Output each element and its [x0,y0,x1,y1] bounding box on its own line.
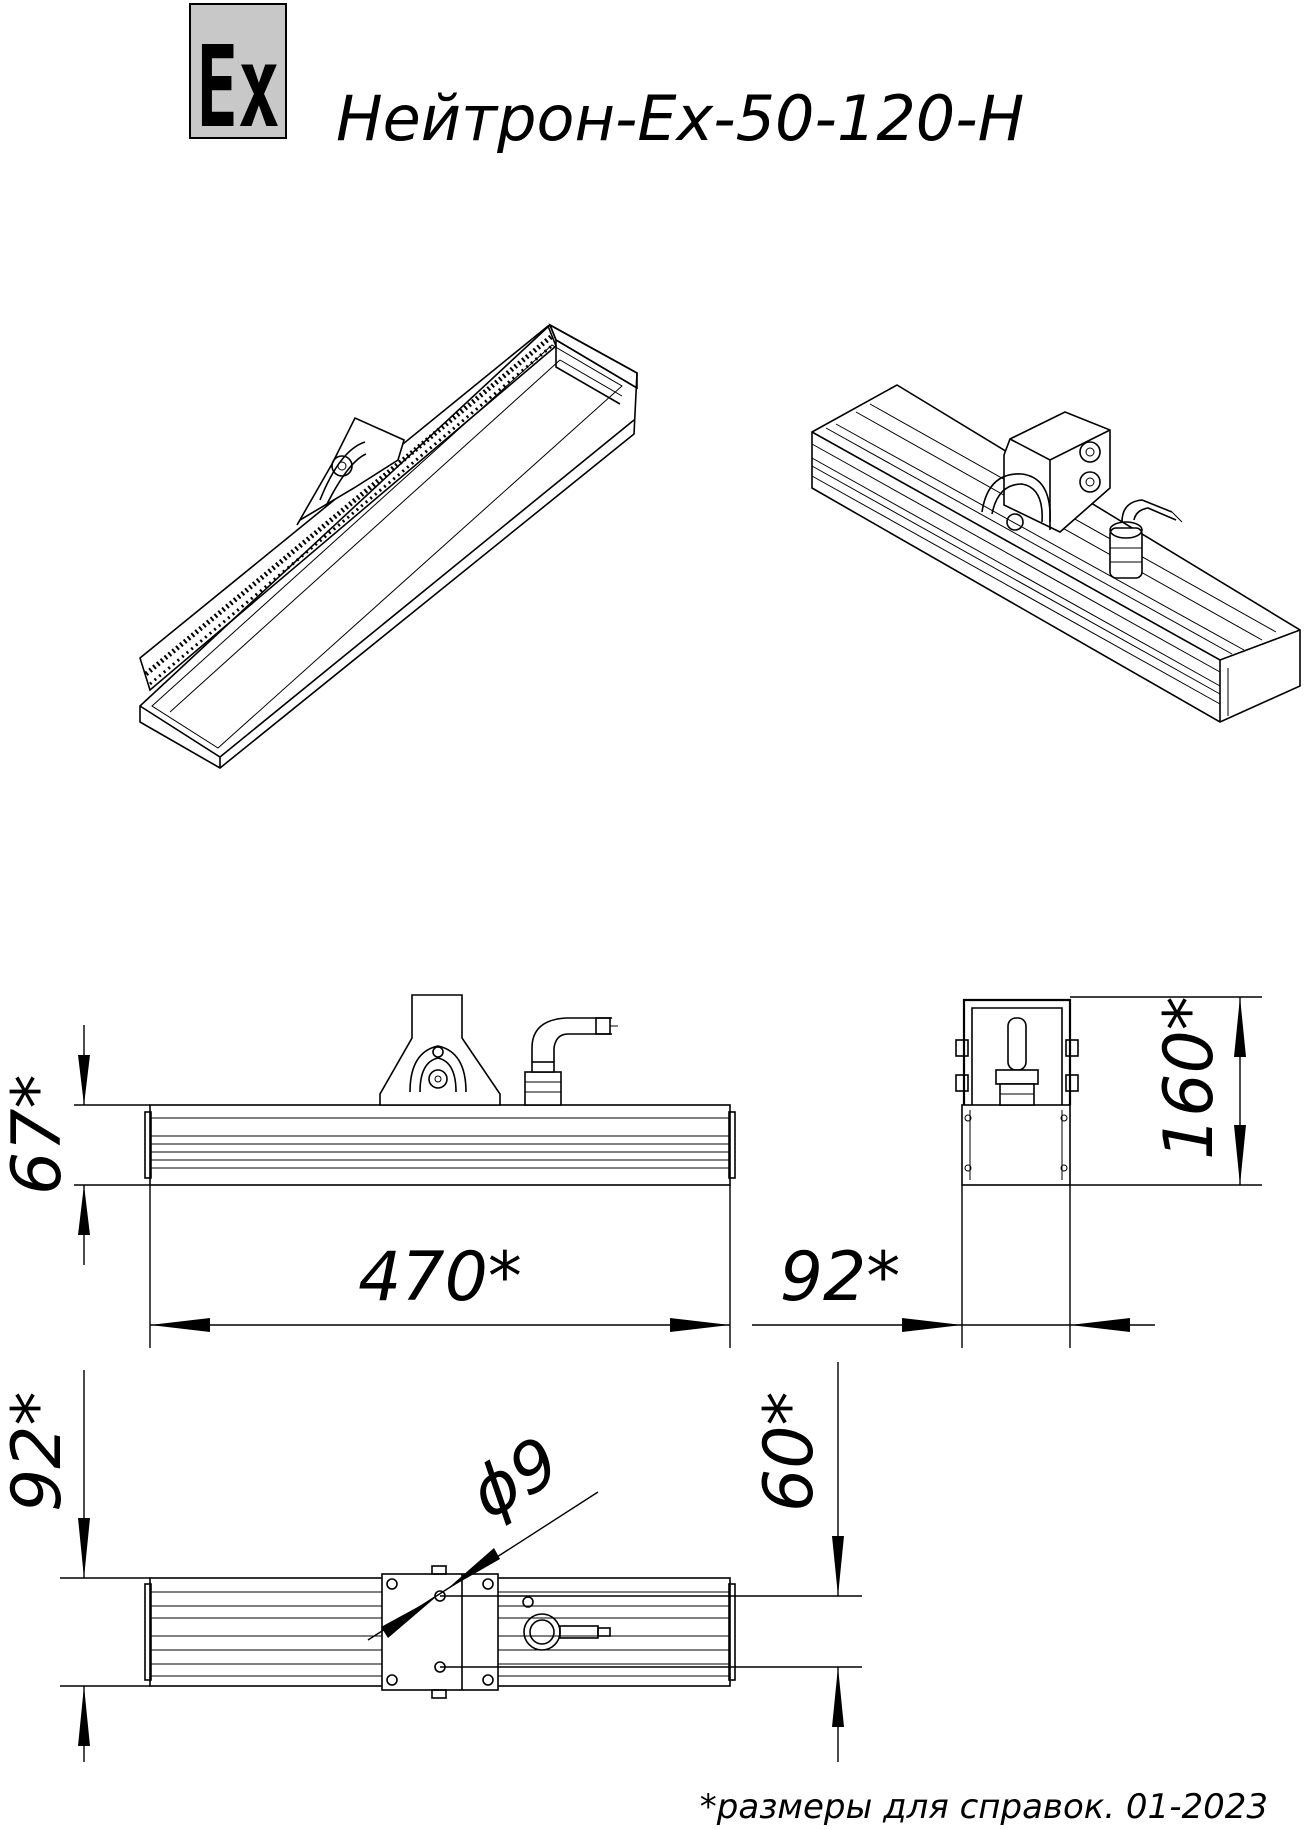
dimension-height-side: 67* [0,1025,150,1265]
dimension-length: 470* [149,1185,731,1348]
dimension-width-top: 92* [0,1370,150,1762]
dimension-label-diameter: ϕ9 [457,1422,573,1534]
dimension-mount-spacing: 60* [440,1362,862,1762]
top-view [144,1565,736,1699]
dimension-label-92-front: 92* [780,1238,901,1317]
footnote: *размеры для справок. 01-2023 [700,1787,1268,1827]
logo-text: Ex [196,23,280,153]
dimension-label-470: 470* [358,1238,522,1317]
side-view [144,994,736,1186]
product-title: Нейтрон-Ex-50-120-Н [336,82,1024,155]
dimension-width-front: 92* [752,1185,1155,1348]
dimension-label-67: 67* [0,1074,77,1195]
front-view [955,998,1079,1186]
dimension-label-160: 160* [1150,996,1229,1160]
dimension-height-front: 160* [1070,996,1262,1186]
ex-logo: Ex [189,3,287,153]
dimension-label-60: 60* [750,1391,829,1512]
isometric-view-top [811,384,1301,723]
dimension-label-92-top: 92* [0,1391,77,1512]
isometric-view-bottom [139,323,638,769]
